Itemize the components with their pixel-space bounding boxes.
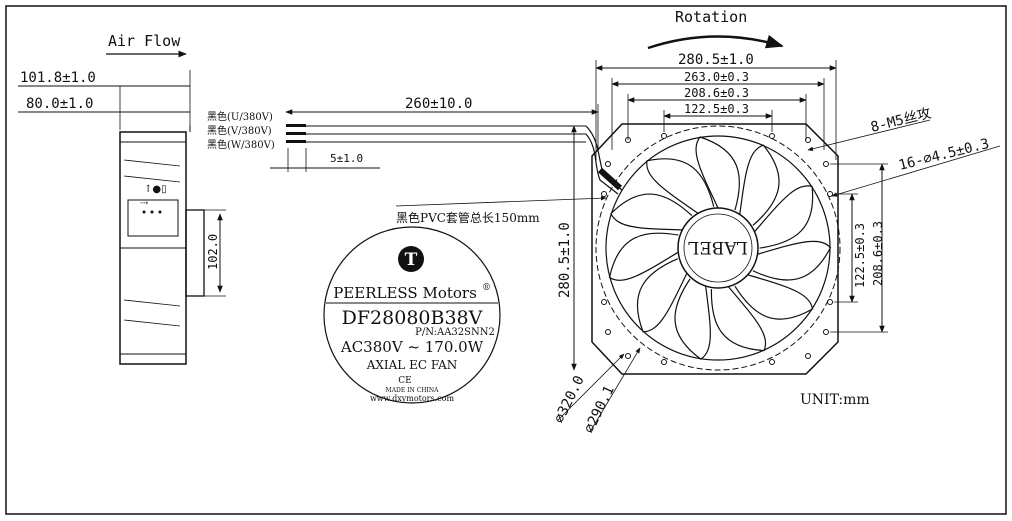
pvc-sleeve-callout: 黑色PVC套管总长150mm — [396, 210, 540, 225]
callout-leader — [807, 119, 931, 151]
model-number: DF28080B38V — [342, 307, 483, 329]
junction-box — [127, 199, 179, 237]
dim-strip-length: 5±1.0 — [330, 152, 363, 165]
mount-holes — [601, 133, 833, 365]
brand-text: PEERLESS Motors — [333, 284, 477, 302]
part-number: P/N:AA32SNN2 — [415, 327, 495, 338]
dot — [142, 210, 146, 214]
rotation-arrow — [647, 34, 784, 50]
wire-u-label: 黑色(U/380V) — [207, 110, 273, 123]
fan-type: AXIAL EC FAN — [366, 358, 458, 372]
wire-w-label: 黑色(W/380V) — [207, 138, 275, 151]
unit-label: UNIT:mm — [800, 392, 870, 408]
callout-leader — [589, 347, 641, 433]
rotation-arrow-icon: ⇢ — [140, 198, 149, 209]
dim-width-4: 122.5±0.3 — [684, 102, 749, 116]
made-in-text: MADE IN CHINA — [386, 387, 440, 394]
dim-width-2: 263.0±0.3 — [684, 70, 749, 84]
dim-right-2: 208.6±0.3 — [871, 221, 885, 286]
dim-width-3: 208.6±0.3 — [684, 86, 749, 100]
website-text: www.dxymotors.com — [370, 394, 454, 403]
callout-leader — [395, 195, 607, 207]
wire-end — [286, 132, 306, 135]
dim-cable-length: 260±10.0 — [405, 96, 472, 112]
dim-width-1: 280.5±1.0 — [678, 52, 754, 68]
airflow-arrow-icon: ↑●▯ — [144, 184, 167, 195]
dim-height: 280.5±1.0 — [557, 222, 573, 298]
dot — [150, 210, 154, 214]
wire-v-label: 黑色(V/380V) — [207, 124, 272, 137]
hub-label: LABEL — [688, 237, 748, 257]
pvc-sleeve — [597, 167, 623, 191]
product-label: T PEERLESS Motors ® DF28080B38V P/N:AA32… — [323, 226, 501, 404]
dim-right-1: 122.5±0.3 — [853, 223, 867, 288]
front-view: 280.5±1.0 263.0±0.3 208.6±0.3 122.5±0.3 — [395, 52, 1001, 436]
mount-holes-callout: 16-⌀4.5±0.3 — [897, 136, 991, 174]
fan-blades — [608, 136, 832, 360]
ce-mark: CE — [398, 376, 411, 386]
dot — [158, 210, 162, 214]
logo-circle — [398, 246, 424, 272]
callout-leader — [831, 145, 1001, 197]
rotation-label: Rotation — [675, 8, 747, 26]
dia-outer: ⌀320.0 — [551, 373, 588, 425]
dim-box-height: 102.0 — [206, 234, 220, 270]
thread-holes-callout: 8-M5丝攻 — [869, 105, 933, 135]
registered-mark: ® — [482, 283, 491, 293]
fan-hub-inner — [683, 213, 753, 283]
logo-letter: T — [405, 250, 418, 270]
cable-path — [585, 133, 619, 195]
guard-outer-ring — [595, 125, 841, 371]
label-circle — [323, 226, 501, 404]
wire-end — [286, 124, 306, 127]
air-flow-label: Air Flow — [108, 32, 181, 50]
motor-box — [185, 209, 205, 297]
sheet-border — [5, 5, 1007, 515]
dim-overall-depth: 101.8±1.0 — [20, 70, 96, 86]
blade-edge-lines — [123, 159, 181, 327]
callout-leader — [557, 353, 625, 421]
side-view: 101.8±1.0 80.0±1.0 ↑●▯ ⇢ 102.0 黑色(U/380V… — [18, 70, 599, 365]
fan-frame-outline — [591, 123, 839, 375]
wire-end — [286, 140, 306, 143]
dim-body-depth: 80.0±1.0 — [26, 96, 93, 112]
power-rating: AC380V ~ 170.0W — [340, 338, 484, 356]
